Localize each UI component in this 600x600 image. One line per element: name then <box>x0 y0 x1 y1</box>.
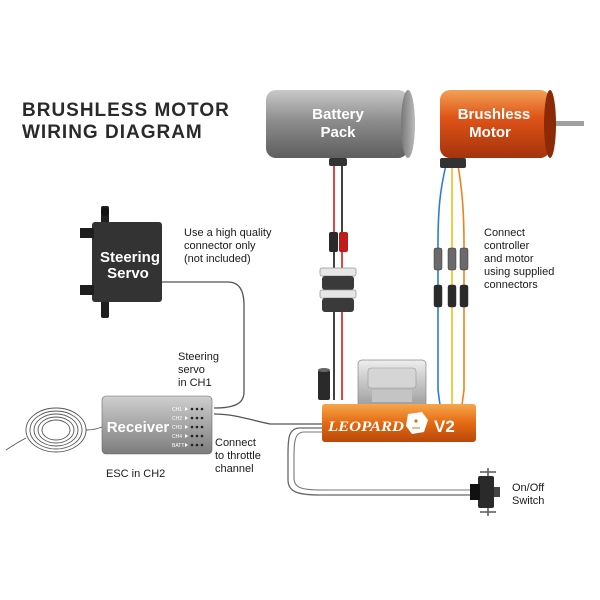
connector-note-line3: (not included) <box>184 253 251 265</box>
servo-note: Steering servo in CH1 <box>178 351 222 389</box>
esc-version: V2 <box>434 417 455 436</box>
receiver-ch4-label: CH4 <box>172 434 182 440</box>
brushless-motor: Brushless Motor <box>440 90 584 168</box>
switch-note-line1: On/Off <box>512 482 545 494</box>
switch-note-line2: Switch <box>512 495 544 507</box>
receiver-ch1-label: CH1 <box>172 407 182 413</box>
on-off-switch <box>470 468 500 516</box>
motor-note: Connect controller and motor using suppl… <box>484 227 557 291</box>
receiver-label: Receiver <box>107 419 170 436</box>
throttle-wire <box>213 413 322 425</box>
battery-label-line1: Battery <box>312 106 364 123</box>
esc-brand: LEOPARD <box>327 419 404 435</box>
motor-note-line3: and motor <box>484 253 534 265</box>
throttle-note-line3: channel <box>215 463 254 475</box>
receiver-batt-label: BATT <box>172 443 184 449</box>
switch-wire <box>287 427 470 496</box>
motor-note-line4: using supplied <box>484 266 554 278</box>
battery-label-line2: Pack <box>320 124 356 141</box>
receiver-channel-pins <box>190 407 204 447</box>
servo-label-line2: Servo <box>107 265 149 282</box>
battery-connector <box>319 267 357 312</box>
diagram-title-line1: BRUSHLESS MOTOR <box>22 100 230 121</box>
servo-note-line3: in CH1 <box>178 377 212 389</box>
throttle-note-line2: to throttle <box>215 450 261 462</box>
throttle-note-line1: Connect <box>215 437 256 449</box>
motor-label-line2: Motor <box>469 124 511 141</box>
motor-bullet-connectors <box>433 247 469 308</box>
motor-note-line2: controller <box>484 240 530 252</box>
capacitor <box>318 368 330 400</box>
connector-note-line1: Use a high quality <box>184 227 272 239</box>
connector-note-line2: connector only <box>184 240 256 252</box>
leopard-logo-icon <box>406 412 428 434</box>
connector-note: Use a high quality connector only (not i… <box>184 227 275 265</box>
esc-controller: LEOPARD V2 <box>322 359 476 442</box>
motor-note-line1: Connect <box>484 227 525 239</box>
esc-note: ESC in CH2 <box>106 468 165 480</box>
battery-pack: Battery Pack <box>266 90 415 166</box>
servo-note-line1: Steering <box>178 351 219 363</box>
throttle-note: Connect to throttle channel <box>215 437 264 475</box>
servo-label-line1: Steering <box>100 249 160 266</box>
switch-note: On/Off Switch <box>512 482 547 507</box>
receiver: Receiver CH1 CH2 CH3 CH4 BATT <box>101 395 213 455</box>
switch-wire-2 <box>293 431 470 491</box>
receiver-ch3-label: CH3 <box>172 425 182 431</box>
receiver-arrows <box>185 407 188 447</box>
steering-servo: Steering Servo <box>80 206 162 318</box>
servo-wire <box>160 281 245 409</box>
servo-note-line2: servo <box>178 364 205 376</box>
receiver-ch2-label: CH2 <box>172 416 182 422</box>
diagram-title-line2: WIRING DIAGRAM <box>22 122 203 143</box>
antenna-coil <box>5 407 105 453</box>
motor-note-line5: connectors <box>484 279 538 291</box>
motor-label-line1: Brushless <box>458 106 531 123</box>
